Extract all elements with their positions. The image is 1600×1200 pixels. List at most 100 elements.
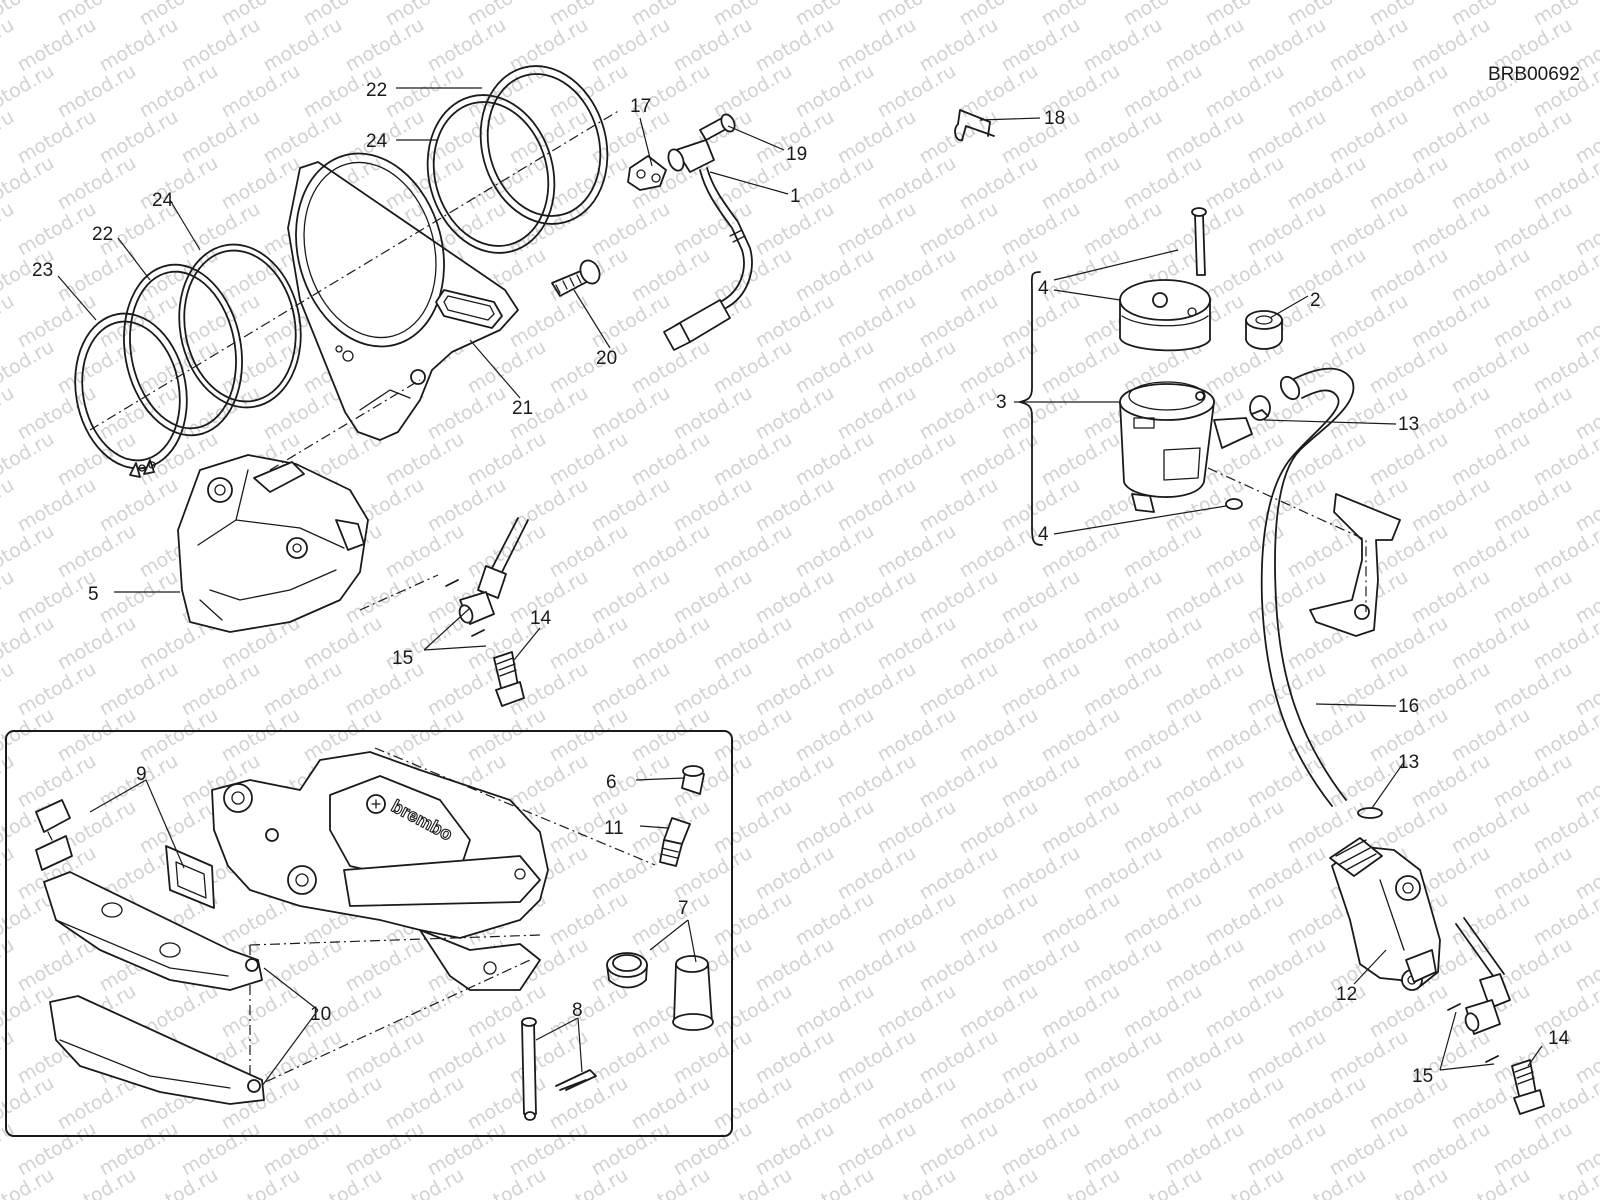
watermark-text: motod.ru [342,14,428,77]
callout-22-upper: 22 [366,80,387,101]
watermark-text: motod.ru [178,290,264,353]
watermark-text: motod.ru [916,566,1002,629]
watermark-text: motod.ru [300,612,386,675]
watermark-text: motod.ru [1284,152,1370,215]
watermark-text: motod.ru [54,1164,140,1200]
watermark-text: motod.ru [0,1118,18,1181]
watermark-text: motod.ru [628,704,714,767]
watermark-text: motod.ru [546,704,632,767]
watermark-text: motod.ru [1490,566,1576,629]
watermark-text: motod.ru [1284,60,1370,123]
brake-caliper-5 [177,454,369,633]
banjo-fitting-15-left [445,517,529,637]
banjo-fitting-15-right [1447,917,1511,1063]
watermark-text: motod.ru [136,60,222,123]
bolt-20 [551,259,601,297]
watermark-text: motod.ru [424,474,510,537]
watermark-text: motod.ru [1326,106,1412,169]
watermark-text: motod.ru [1120,796,1206,859]
watermark-text: motod.ru [752,474,838,537]
watermark-text: motod.ru [834,842,920,905]
callout-7: 7 [678,898,689,919]
watermark-text: motod.ru [834,1118,920,1181]
watermark-text: motod.ru [1490,198,1576,261]
watermark-text: motod.ru [710,60,796,123]
callout-6: 6 [606,772,617,793]
watermark-text: motod.ru [1326,198,1412,261]
watermark-text: motod.ru [1120,980,1206,1043]
watermark-text: motod.ru [874,980,960,1043]
watermark-text: motod.ru [834,290,920,353]
watermark-text: motod.ru [0,382,18,445]
watermark-text: motod.ru [792,980,878,1043]
watermark-text: motod.ru [752,842,838,905]
watermark-text: motod.ru [1408,106,1494,169]
pad-pin-8 [521,1017,537,1121]
watermark-text: motod.ru [54,244,140,307]
watermark-text: motod.ru [1448,336,1534,399]
watermark-text: motod.ru [54,612,140,675]
caliper-bracket-axis [269,379,421,471]
watermark-text: motod.ru [260,106,346,169]
watermark-text: motod.ru [136,704,222,767]
watermark-text: motod.ru [1038,704,1124,767]
watermark-text: motod.ru [588,198,674,261]
watermark-text: motod.ru [956,428,1042,491]
watermark-text: motod.ru [628,244,714,307]
watermark-text: motod.ru [998,290,1084,353]
watermark-text: motod.ru [546,336,632,399]
piston-seal-7 [606,952,648,989]
watermark-text: motod.ru [1038,336,1124,399]
watermark-text: motod.ru [1080,842,1166,905]
watermark-text: motod.ru [1366,612,1452,675]
callout-13-lower: 13 [1398,752,1419,773]
watermark-text: motod.ru [506,1118,592,1181]
watermark-text: motod.ru [1244,750,1330,813]
watermark-text: motod.ru [1202,1072,1288,1135]
watermark-text: motod.ru [792,704,878,767]
watermark-text: motod.ru [382,152,468,215]
watermark-text: motod.ru [916,198,1002,261]
watermark-text: motod.ru [218,60,304,123]
callout-22-left: 22 [92,224,113,245]
watermark-text: motod.ru [1162,106,1248,169]
watermark-text: motod.ru [218,152,304,215]
watermark-text: motod.ru [998,842,1084,905]
watermark-text: motod.ru [916,842,1002,905]
watermark-text: motod.ru [1162,1026,1248,1089]
watermark-text: motod.ru [0,474,18,537]
watermark-text: motod.ru [1366,336,1452,399]
watermark-text: motod.ru [956,152,1042,215]
watermark-text: motod.ru [1244,198,1330,261]
inset-axis-pin [247,959,531,1091]
watermark-text: motod.ru [1120,888,1206,951]
watermark-text: motod.ru [1244,1026,1330,1089]
watermark-text: motod.ru [1408,658,1494,721]
watermark-text: motod.ru [1490,474,1576,537]
callout-11: 11 [604,818,624,839]
watermark-text: motod.ru [1202,888,1288,951]
watermark-text: motod.ru [1408,474,1494,537]
watermark-text: motod.ru [0,934,18,997]
watermark-text: motod.ru [464,704,550,767]
watermark-text: motod.ru [382,1164,468,1200]
master-cylinder-12 [1329,837,1441,991]
hose-clamp-13-lower [1357,807,1383,819]
watermark-text: motod.ru [1244,658,1330,721]
watermark-text: motod.ru [710,980,796,1043]
watermark-text: motod.ru [1080,14,1166,77]
watermark-text: motod.ru [1448,1164,1534,1200]
watermark-text: motod.ru [588,290,674,353]
watermark-text: motod.ru [96,474,182,537]
speed-sensor-1 [663,139,753,351]
watermark-text: motod.ru [1284,1164,1370,1200]
watermark-text: motod.ru [956,704,1042,767]
caliper-hose-axis [359,574,439,611]
watermark-text: motod.ru [916,474,1002,537]
watermark-text: motod.ru [546,520,632,583]
fluid-reservoir-3 [1119,381,1253,513]
watermark-text: motod.ru [1244,106,1330,169]
piston-7 [672,955,714,1031]
watermark-text: motod.ru [178,1118,264,1181]
hose-clip-18 [954,109,995,142]
